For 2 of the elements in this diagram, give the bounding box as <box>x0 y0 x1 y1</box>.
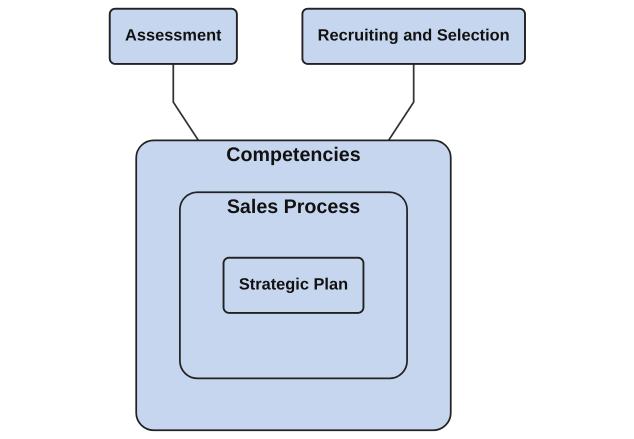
connector <box>388 64 414 141</box>
connector <box>172 64 199 141</box>
